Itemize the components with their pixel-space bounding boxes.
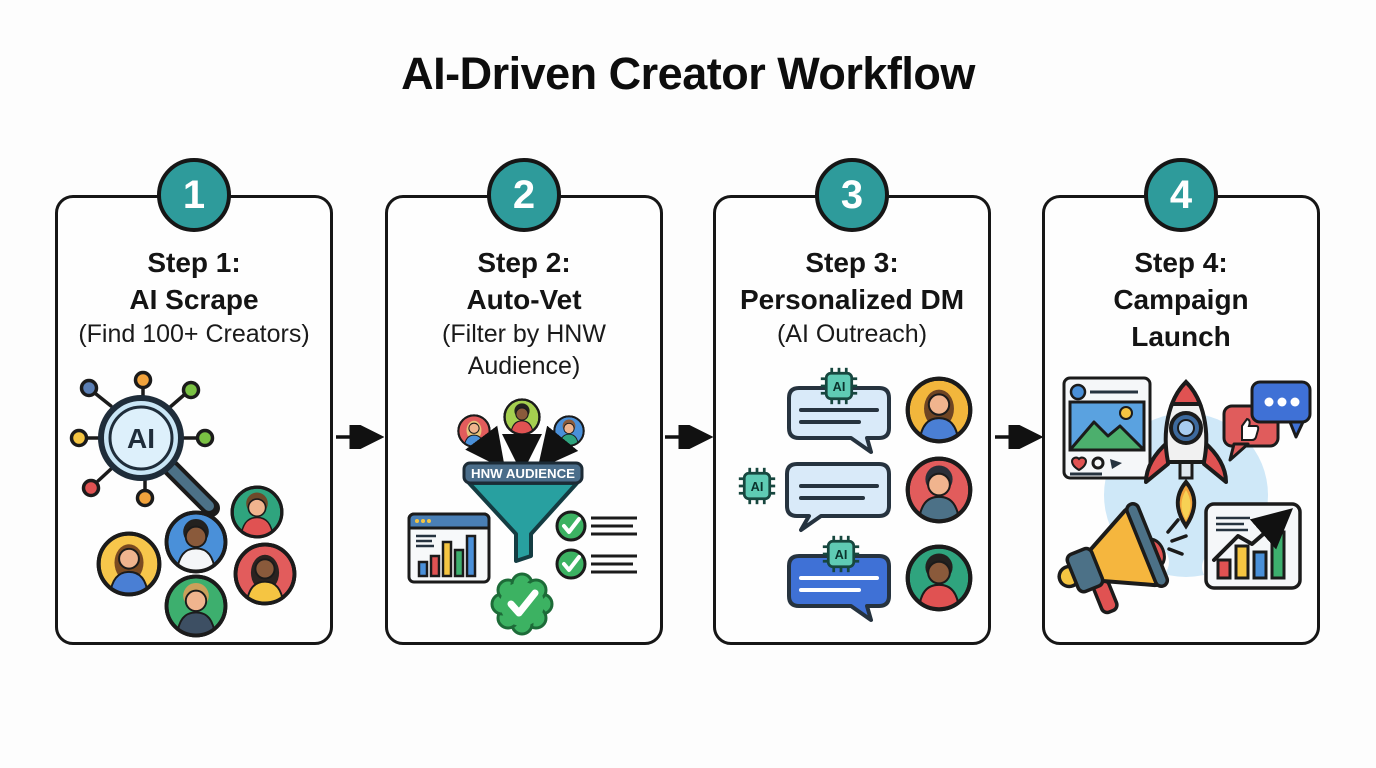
ai-magnifier-icon: AI (69, 370, 220, 517)
social-post-icon (1062, 376, 1152, 480)
funnel-arrows (465, 425, 579, 474)
step-heading: Step 1: (147, 247, 241, 278)
step-card-3: 3 Step 3: Personalized DM (AI Outreach) (713, 158, 991, 645)
ai-scrape-illustration: AI (69, 370, 329, 638)
growth-chart-icon (1204, 502, 1302, 590)
step-1-text: Step 1: AI Scrape (Find 100+ Creators) (58, 244, 330, 350)
chat-bubbles-icon (1222, 380, 1312, 462)
step-number-badge: 4 (1144, 158, 1218, 232)
sound-lines (1166, 518, 1188, 556)
comment-icon (1091, 456, 1105, 470)
step-subtitle: (Filter by HNW Audience) (442, 320, 606, 380)
page-title: AI-Driven Creator Workflow (401, 48, 975, 99)
vetted-list-icon (555, 510, 637, 580)
step-3-text: Step 3: Personalized DM (AI Outreach) (716, 244, 988, 350)
analytics-window-icon (407, 512, 491, 584)
recipient-avatar (908, 547, 971, 612)
recipient-avatar (908, 459, 971, 524)
step-2-text: Step 2: Auto-Vet (Filter by HNW Audience… (388, 244, 660, 382)
step-card-1: 1 Step 1: AI Scrape (Find 100+ Creators) (55, 158, 333, 645)
megaphone-icon (1057, 502, 1188, 615)
step-4-text: Step 4: Campaign Launch (1045, 244, 1317, 355)
step-subtitle: (Find 100+ Creators) (78, 320, 310, 348)
step-subtitle: (AI Outreach) (776, 320, 928, 348)
dm-row-3 (787, 534, 971, 622)
step-number-badge: 3 (815, 158, 889, 232)
step-card-2: 2 Step 2: Auto-Vet (Filter by HNW Audien… (385, 158, 663, 645)
share-icon (1110, 459, 1122, 469)
dm-row-1 (787, 366, 971, 454)
funnel-banner-label: HNW AUDIENCE (471, 466, 575, 481)
campaign-launch-illustration (1057, 376, 1312, 615)
ai-magnifier-label: AI (127, 423, 155, 454)
hnw-funnel-icon: HNW AUDIENCE (462, 461, 584, 563)
ai-chip-icon (737, 466, 777, 506)
step-number-badge: 2 (487, 158, 561, 232)
heart-icon (1070, 456, 1088, 472)
step-heading: Step 4: (1134, 247, 1228, 278)
incoming-avatars-group (458, 400, 583, 448)
step-heading: Step 2: (477, 247, 571, 278)
flow-arrow-icon (665, 425, 713, 449)
rocket-icon (1144, 379, 1228, 530)
step-number-badge: 1 (157, 158, 231, 232)
step-name: Campaign Launch (1113, 284, 1249, 352)
step-heading: Step 3: (805, 247, 899, 278)
flow-arrow-icon (336, 425, 384, 449)
dm-row-2 (737, 459, 971, 532)
thumbs-up-icon (1241, 417, 1260, 441)
step-card-4: 4 Step 4: Campaign Launch (1042, 158, 1320, 645)
step-name: Personalized DM (739, 284, 965, 315)
step-name: Auto-Vet (466, 284, 582, 315)
auto-vet-illustration: HNW AUDIENCE (407, 386, 637, 636)
verified-seal-icon (490, 572, 554, 636)
flow-arrow-icon (995, 425, 1043, 449)
creator-avatars-group (99, 487, 295, 638)
step-name: AI Scrape (129, 284, 259, 315)
personalized-dm-illustration (737, 366, 987, 622)
recipient-avatar (908, 379, 971, 444)
